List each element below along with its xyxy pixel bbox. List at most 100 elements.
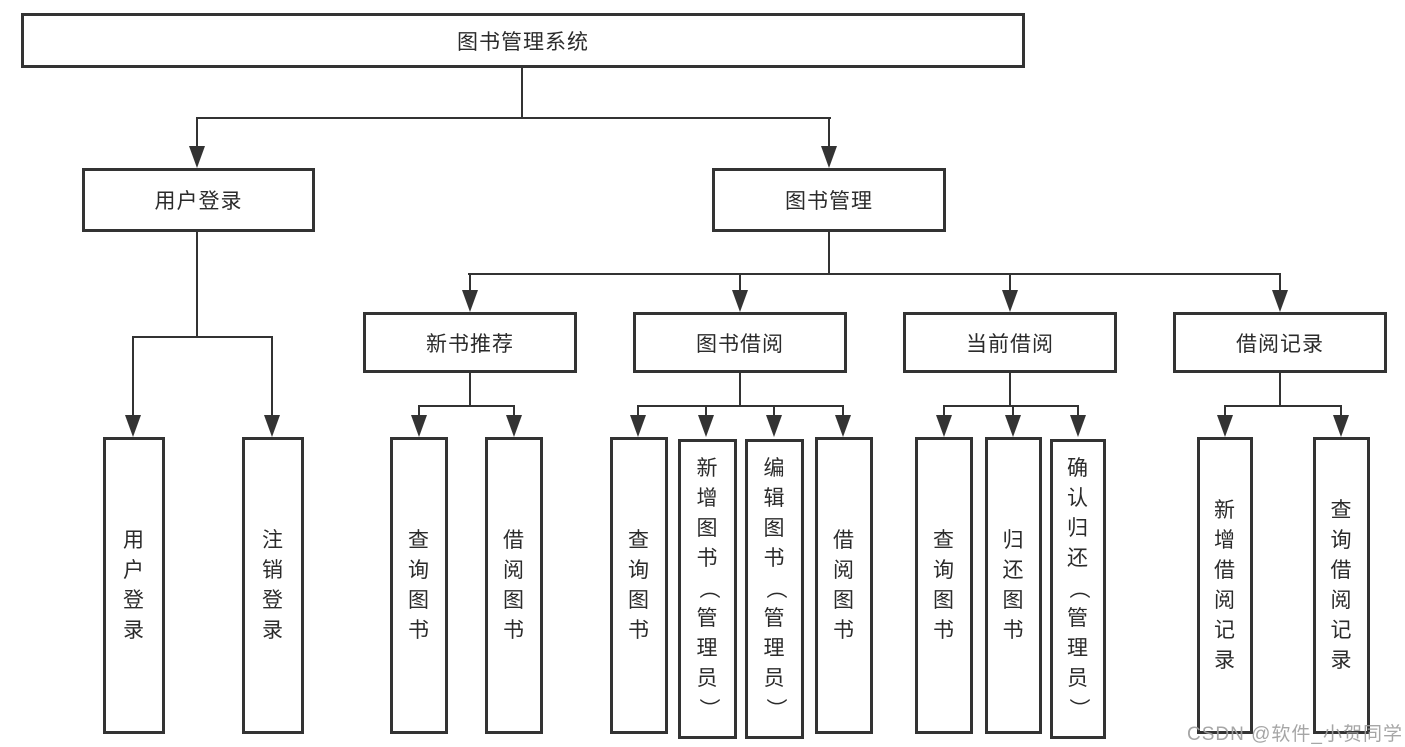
vertical-char: 辑 bbox=[763, 487, 786, 510]
leaf-query-books-current-label: 查询图书 bbox=[933, 526, 955, 646]
connector-drop bbox=[1012, 405, 1014, 418]
arrowhead-icon bbox=[1002, 290, 1018, 312]
connector-drop bbox=[773, 405, 775, 418]
connector-stem bbox=[739, 373, 741, 405]
connector-drop bbox=[1279, 273, 1281, 294]
connector-branch bbox=[418, 405, 515, 407]
leaf-user-login-label: 用户登录 bbox=[123, 526, 145, 646]
vertical-char: 书 bbox=[503, 618, 525, 642]
arrowhead-icon bbox=[264, 415, 280, 437]
leaf-add-books-admin-label: 新增图书（管理员） bbox=[696, 454, 720, 724]
leaf-query-borrow-record-label: 查询借阅记录 bbox=[1331, 496, 1353, 676]
node-root-label: 图书管理系统 bbox=[457, 30, 589, 54]
node-current-borrow-label: 当前借阅 bbox=[966, 332, 1054, 356]
vertical-char: 书 bbox=[408, 618, 430, 642]
node-book-borrow-label: 图书借阅 bbox=[696, 332, 784, 356]
vertical-char: 归 bbox=[1002, 528, 1025, 552]
vertical-char: ） bbox=[763, 698, 787, 720]
vertical-char: 户 bbox=[123, 558, 145, 582]
vertical-char: 增 bbox=[696, 487, 719, 510]
leaf-borrow-books-borrow: 借阅图书 bbox=[815, 437, 873, 734]
connector-drop bbox=[842, 405, 844, 418]
arrowhead-icon bbox=[411, 415, 427, 437]
vertical-char: 理 bbox=[763, 637, 786, 660]
vertical-char: 查 bbox=[933, 528, 955, 552]
arrowhead-icon bbox=[1217, 415, 1233, 437]
leaf-add-books-admin: 新增图书（管理员） bbox=[678, 439, 737, 739]
vertical-char: 员 bbox=[1067, 667, 1089, 690]
vertical-char: 阅 bbox=[833, 558, 855, 582]
vertical-char: 阅 bbox=[503, 558, 525, 582]
vertical-char: 理 bbox=[696, 637, 719, 660]
node-book-borrow: 图书借阅 bbox=[633, 312, 847, 373]
vertical-char: 查 bbox=[628, 528, 650, 552]
vertical-char: 注 bbox=[262, 528, 284, 552]
vertical-char: 新 bbox=[696, 457, 719, 480]
vertical-char: 管 bbox=[1067, 607, 1089, 630]
arrowhead-icon bbox=[698, 415, 714, 437]
vertical-char: 查 bbox=[1330, 498, 1353, 522]
arrowhead-icon bbox=[1005, 415, 1021, 437]
connector-drop bbox=[1224, 405, 1226, 418]
arrowhead-icon bbox=[1070, 415, 1086, 437]
vertical-char: 图 bbox=[1002, 588, 1025, 612]
connector-branch bbox=[1224, 405, 1342, 407]
leaf-borrow-books-recommend: 借阅图书 bbox=[485, 437, 543, 734]
connector-branch bbox=[132, 336, 273, 338]
vertical-char: 书 bbox=[696, 547, 719, 570]
connector-drop bbox=[196, 117, 198, 150]
node-new-book-recommend-label: 新书推荐 bbox=[426, 332, 514, 356]
connector-drop bbox=[705, 405, 707, 418]
vertical-char: 登 bbox=[262, 588, 284, 612]
arrowhead-icon bbox=[766, 415, 782, 437]
vertical-char: 图 bbox=[833, 588, 855, 612]
connector-stem bbox=[469, 373, 471, 405]
connector-drop bbox=[943, 405, 945, 418]
node-borrow-records-label: 借阅记录 bbox=[1236, 332, 1324, 356]
arrowhead-icon bbox=[189, 146, 205, 168]
arrowhead-icon bbox=[506, 415, 522, 437]
connector-drop bbox=[1077, 405, 1079, 418]
vertical-char: 新 bbox=[1214, 498, 1236, 522]
connector-root-branch bbox=[196, 117, 831, 119]
vertical-char: 增 bbox=[1214, 528, 1236, 552]
node-current-borrow: 当前借阅 bbox=[903, 312, 1117, 373]
vertical-char: ） bbox=[696, 698, 720, 720]
connector-drop bbox=[418, 405, 420, 418]
vertical-char: 还 bbox=[1002, 558, 1025, 582]
arrowhead-icon bbox=[732, 290, 748, 312]
vertical-char: 阅 bbox=[1214, 588, 1236, 612]
connector-drop bbox=[1009, 273, 1011, 294]
connector-stem bbox=[828, 232, 830, 273]
vertical-char: 销 bbox=[262, 558, 284, 582]
leaf-borrow-books-borrow-label: 借阅图书 bbox=[833, 526, 855, 646]
connector-drop bbox=[513, 405, 515, 418]
vertical-char: 录 bbox=[262, 618, 284, 642]
vertical-char: 书 bbox=[1002, 618, 1025, 642]
arrowhead-icon bbox=[1272, 290, 1288, 312]
leaf-query-books-recommend-label: 查询图书 bbox=[408, 526, 430, 646]
leaf-edit-books-admin: 编辑图书（管理员） bbox=[745, 439, 804, 739]
vertical-char: 编 bbox=[763, 457, 786, 480]
leaf-logout-label: 注销登录 bbox=[262, 526, 284, 646]
vertical-char: 理 bbox=[1067, 637, 1089, 660]
vertical-char: 借 bbox=[1330, 558, 1353, 582]
connector-drop bbox=[132, 336, 134, 418]
node-new-book-recommend: 新书推荐 bbox=[363, 312, 577, 373]
vertical-char: 记 bbox=[1214, 618, 1236, 642]
leaf-confirm-return-admin: 确认归还（管理员） bbox=[1050, 439, 1106, 739]
vertical-char: 管 bbox=[696, 607, 719, 630]
leaf-query-books-borrow: 查询图书 bbox=[610, 437, 668, 734]
leaf-user-login: 用户登录 bbox=[103, 437, 165, 734]
vertical-char: 录 bbox=[123, 618, 145, 642]
connector-stem bbox=[196, 232, 198, 336]
vertical-char: 书 bbox=[628, 618, 650, 642]
vertical-char: 归 bbox=[1067, 517, 1089, 540]
vertical-char: 用 bbox=[123, 528, 145, 552]
vertical-char: 图 bbox=[503, 588, 525, 612]
connector-drop bbox=[637, 405, 639, 418]
node-user-login-label: 用户登录 bbox=[154, 190, 243, 213]
connector-drop bbox=[469, 273, 471, 294]
vertical-char: 认 bbox=[1067, 487, 1089, 510]
